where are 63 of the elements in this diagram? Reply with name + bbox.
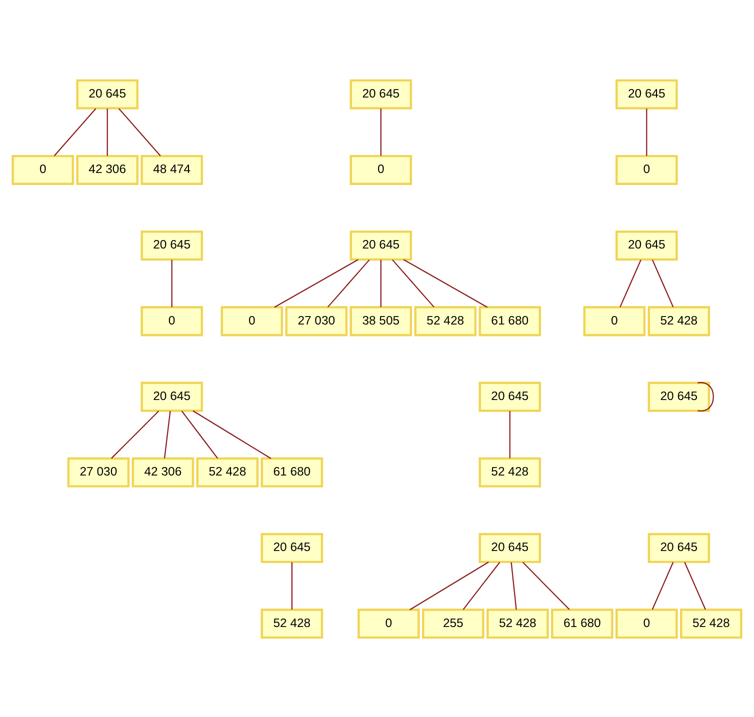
connector <box>410 561 489 610</box>
node-box: 52 428 <box>414 306 477 336</box>
node-box: 255 <box>422 608 484 638</box>
connector <box>522 561 570 610</box>
connector <box>291 562 292 610</box>
connector <box>510 562 517 610</box>
connector <box>54 108 96 156</box>
connector <box>652 562 674 610</box>
node-box: 0 <box>616 608 678 638</box>
node-box: 61 680 <box>260 456 324 487</box>
connector <box>181 410 218 458</box>
node-box: 20 645 <box>350 78 412 109</box>
connector <box>111 410 160 458</box>
node-box: 0 <box>12 154 74 184</box>
node-box: 20 645 <box>616 230 678 260</box>
connector <box>380 259 382 307</box>
node-box: 48 474 <box>140 154 203 184</box>
connector <box>327 258 370 307</box>
node-box: 20 645 <box>478 381 542 412</box>
node-box: 0 <box>350 154 412 184</box>
connector <box>684 562 706 610</box>
node-box: 52 428 <box>680 608 742 638</box>
node-box: 27 030 <box>67 456 130 487</box>
node-box: 20 645 <box>648 532 710 563</box>
connector <box>620 259 642 307</box>
node-box: 0 <box>358 608 420 638</box>
connector <box>192 410 272 458</box>
node-box: 42 306 <box>132 456 194 487</box>
node-box: 52 428 <box>478 456 542 487</box>
node-box: 20 645 <box>648 381 710 412</box>
node-box: 0 <box>140 306 203 336</box>
connector <box>698 382 714 411</box>
node-box: 27 030 <box>285 306 348 336</box>
node-box: 20 645 <box>260 532 324 563</box>
connector <box>164 410 171 458</box>
connector <box>392 258 434 307</box>
node-box: 38 505 <box>350 306 412 336</box>
node-box: 42 306 <box>76 154 138 184</box>
node-box: 20 645 <box>350 230 412 260</box>
node-box: 52 428 <box>260 608 324 638</box>
node-box: 20 645 <box>140 230 203 260</box>
connector <box>646 108 648 156</box>
node-box: 0 <box>220 306 284 336</box>
connector <box>403 258 488 308</box>
node-box: 20 645 <box>140 381 203 412</box>
node-box: 0 <box>583 306 646 336</box>
node-box: 20 645 <box>76 78 138 109</box>
connector <box>380 108 382 156</box>
connector <box>106 108 108 156</box>
node-box: 20 645 <box>478 532 542 563</box>
node-box: 52 428 <box>486 608 549 638</box>
connector <box>274 258 358 308</box>
connector <box>652 259 674 307</box>
connector <box>462 561 500 610</box>
node-box: 20 645 <box>616 78 678 109</box>
node-box: 52 428 <box>196 456 259 487</box>
node-box: 52 428 <box>648 306 710 336</box>
node-box: 0 <box>616 154 678 184</box>
connector <box>171 259 172 307</box>
node-box: 61 680 <box>551 608 614 638</box>
node-box: 61 680 <box>478 306 542 336</box>
connector <box>118 108 161 156</box>
connector <box>509 410 510 458</box>
